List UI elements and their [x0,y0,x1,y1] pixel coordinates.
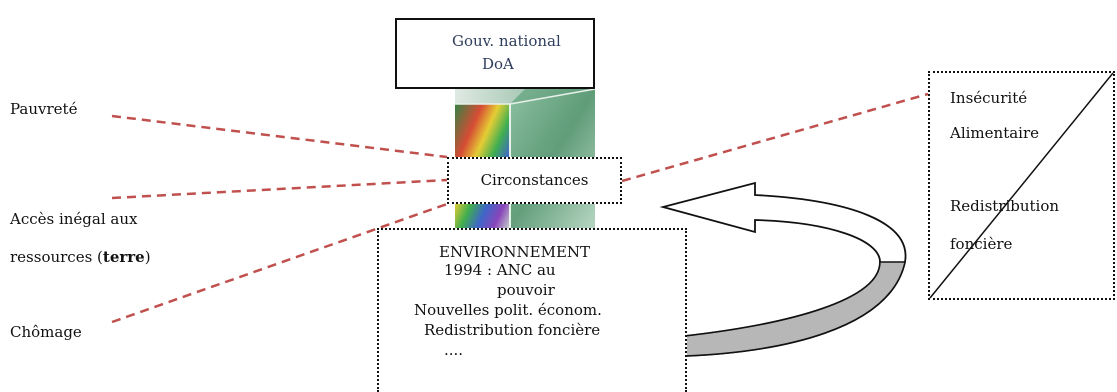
acces-suffix: ) [144,248,151,266]
environment-box: ENVIRONNEMENT 1994 : ANC au pouvoir Nouv… [377,228,687,392]
gov-line2: DoA [482,55,514,73]
acces-prefix: ressources ( [10,248,103,266]
env-line5: .... [444,341,464,359]
right-line2: Alimentaire [950,124,1040,142]
connectors [111,92,929,324]
right-line1: Insécurité [950,89,1028,107]
label-acces-line1: Accès inégal aux [10,210,138,228]
circonstances-box: Circonstances [447,157,622,204]
curved-arrow [659,181,907,357]
right-box-diagonal [929,72,1114,299]
connector-pauvrete [111,114,448,159]
label-pauvrete: Pauvreté [10,100,78,118]
connector-acces [111,178,448,200]
right-line4: foncière [950,235,1013,253]
acces-bold-terre: terre [102,248,145,266]
env-line1: 1994 : ANC au [444,261,556,279]
env-title: ENVIRONNEMENT [439,243,591,261]
insecurite-box: Insécurité Alimentaire Redistribution fo… [928,71,1115,300]
gov-national-box: Gouv. national DoA [395,18,595,89]
gov-line1: Gouv. national [452,32,561,50]
env-line4: Redistribution foncière [424,321,601,339]
label-chomage: Chômage [10,323,82,341]
env-line3: Nouvelles polit. économ. [414,301,602,319]
circonstances-label: Circonstances [480,171,589,189]
label-acces-line2: ressources (terre) [10,248,151,266]
env-line2: pouvoir [497,281,555,299]
right-line3: Redistribution [950,197,1060,215]
connector-insecurite [621,92,929,183]
